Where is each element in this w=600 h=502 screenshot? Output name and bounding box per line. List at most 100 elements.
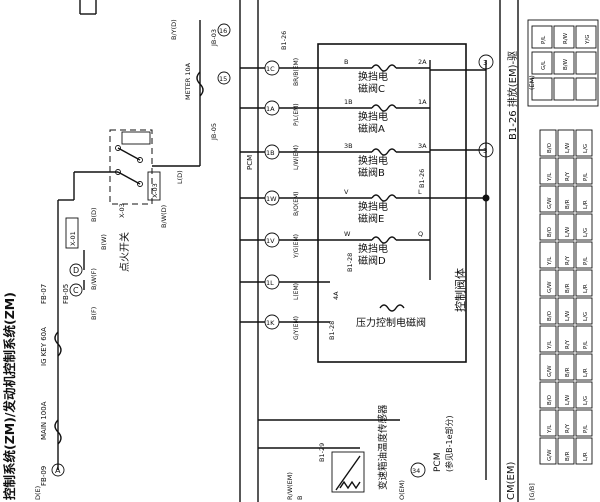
solenoid-term-2: 3A <box>418 142 427 150</box>
grid-cell <box>575 157 593 185</box>
grid-cell <box>539 437 557 465</box>
grid-cell-label: R/Y <box>565 423 571 433</box>
pcm-connector-top: B1-26 <box>280 31 288 50</box>
pin-wire-label: L/W(EM) <box>293 145 300 170</box>
fuse-main-icon <box>54 419 62 445</box>
solenoid-coil-icon <box>371 104 397 112</box>
ground-circle-2: 3 <box>483 147 487 155</box>
grid-cell-label: B/O <box>547 142 553 153</box>
connector-x03b: X-03 <box>151 183 159 198</box>
ground-circle-1: 3 <box>483 59 487 67</box>
pcm-bottom-circle: 34 <box>412 467 420 475</box>
conn-cell <box>553 25 575 49</box>
wire-bw: B(W) <box>100 234 108 250</box>
grid-cell-label: B/O <box>547 226 553 237</box>
fuse-fb05-id: FB-05 <box>62 284 70 304</box>
grid-cell-label: G/W <box>547 281 553 293</box>
pin-number: 1B <box>266 149 275 157</box>
solenoid-coil-icon <box>371 194 397 202</box>
solenoid-term-2: Q <box>418 230 423 238</box>
grid-cell-label: Y/L <box>547 172 553 182</box>
grid-cell <box>557 381 575 409</box>
grid-cell <box>539 213 557 241</box>
solenoid-term-2: 1A <box>418 98 427 106</box>
grid-cell-label: L/W <box>565 226 571 237</box>
solenoid-label-2: 磁阀D <box>358 254 386 267</box>
wire-bwd: B/W(D) <box>160 205 168 228</box>
pin-number: 1K <box>266 319 275 327</box>
pin-number: 1L <box>266 279 274 287</box>
pcm-connector-side: B1-29 <box>318 443 326 462</box>
conn-cell <box>531 25 553 49</box>
grid-cell-label: B/R <box>565 283 571 293</box>
right-heading: B1-26 排放(EM)-驱 <box>506 51 519 140</box>
circle-a-label: A <box>55 466 61 475</box>
solenoid-label: 换挡电 <box>358 110 388 123</box>
conn-cell <box>575 77 597 101</box>
grid-cell-label: L/G <box>583 228 589 237</box>
grid-cell-label: L/R <box>583 452 589 461</box>
grid-cell <box>557 437 575 465</box>
grid-cell <box>557 129 575 157</box>
grid-cell-label: L/G <box>583 312 589 321</box>
grid-cell-label: B/O <box>547 394 553 405</box>
grid-cell-label: B/R <box>565 451 571 461</box>
pin-number: 1W <box>266 195 277 203</box>
fuse-main-id: FB-09 <box>40 466 48 486</box>
solenoid-label: 换挡电 <box>358 242 388 255</box>
grid-cell-label: G/W <box>547 197 553 209</box>
solenoid-term: 3B <box>344 142 353 150</box>
pcm-label: PCM <box>246 155 254 170</box>
sensor-label: 变速箱油温度传感器 <box>377 404 389 490</box>
grid-cell <box>557 409 575 437</box>
grid-cell-label: R/Y <box>565 255 571 265</box>
pressure-conn: B1-28 <box>328 321 336 340</box>
grid-cell-label: P/L <box>583 340 589 349</box>
solenoid-term: W <box>344 230 351 238</box>
circle-c-label: C <box>73 286 79 295</box>
meter-circle: 15 <box>219 75 227 83</box>
grid-cell <box>575 269 593 297</box>
grid-cell <box>575 185 593 213</box>
conn-cell <box>575 25 597 49</box>
grid-cell-label: Y/L <box>547 340 553 350</box>
grid-cell <box>557 269 575 297</box>
pin-number: 1C <box>266 65 275 73</box>
grid-cell-label: L/W <box>565 310 571 321</box>
grid-cell-label: Y/L <box>547 256 553 266</box>
grid-cell <box>539 409 557 437</box>
grid-cell <box>575 381 593 409</box>
grid-cell-label: P/L <box>583 424 589 433</box>
conn-cell <box>531 77 553 101</box>
wire-rw-em: R/W(EM) <box>286 472 294 500</box>
grid-cell <box>557 213 575 241</box>
solenoid-term: 1B <box>344 98 353 106</box>
page-title: 控制系统(ZM)/发动机控制系统(ZM) <box>2 292 17 500</box>
pin-wire-label: BR/B(EM) <box>293 58 300 86</box>
sensor-resistor-icon <box>339 480 361 490</box>
wire-o-em: O(EM) <box>398 480 406 500</box>
jb03-circle: 16 <box>219 27 227 35</box>
grid-cell <box>575 353 593 381</box>
grid-cell <box>539 157 557 185</box>
grid-cell-label: L/G <box>583 144 589 153</box>
conn-cell-label: P/L <box>541 35 547 44</box>
solenoid-label-2: 磁阀A <box>358 122 385 135</box>
pin-wire-label: B/O(EM) <box>293 191 300 216</box>
grid-cell <box>575 409 593 437</box>
vb-conn-2: B1-26 <box>418 169 426 188</box>
conn-cell <box>575 51 597 75</box>
connector-x03a: X-03 <box>118 203 126 218</box>
grid-cell-label: L/W <box>565 394 571 405</box>
grid-cell <box>575 241 593 269</box>
grid-cell <box>557 325 575 353</box>
solenoid-term-2: L <box>418 188 422 196</box>
grid-cell <box>575 129 593 157</box>
grid-cell-label: Y/L <box>547 424 553 434</box>
wire-byd: B/Y(D) <box>170 19 178 40</box>
wire-de: D(E) <box>34 486 42 500</box>
grid-cell-label: L/R <box>583 284 589 293</box>
valve-body-label: 控制阀体 <box>453 268 467 312</box>
